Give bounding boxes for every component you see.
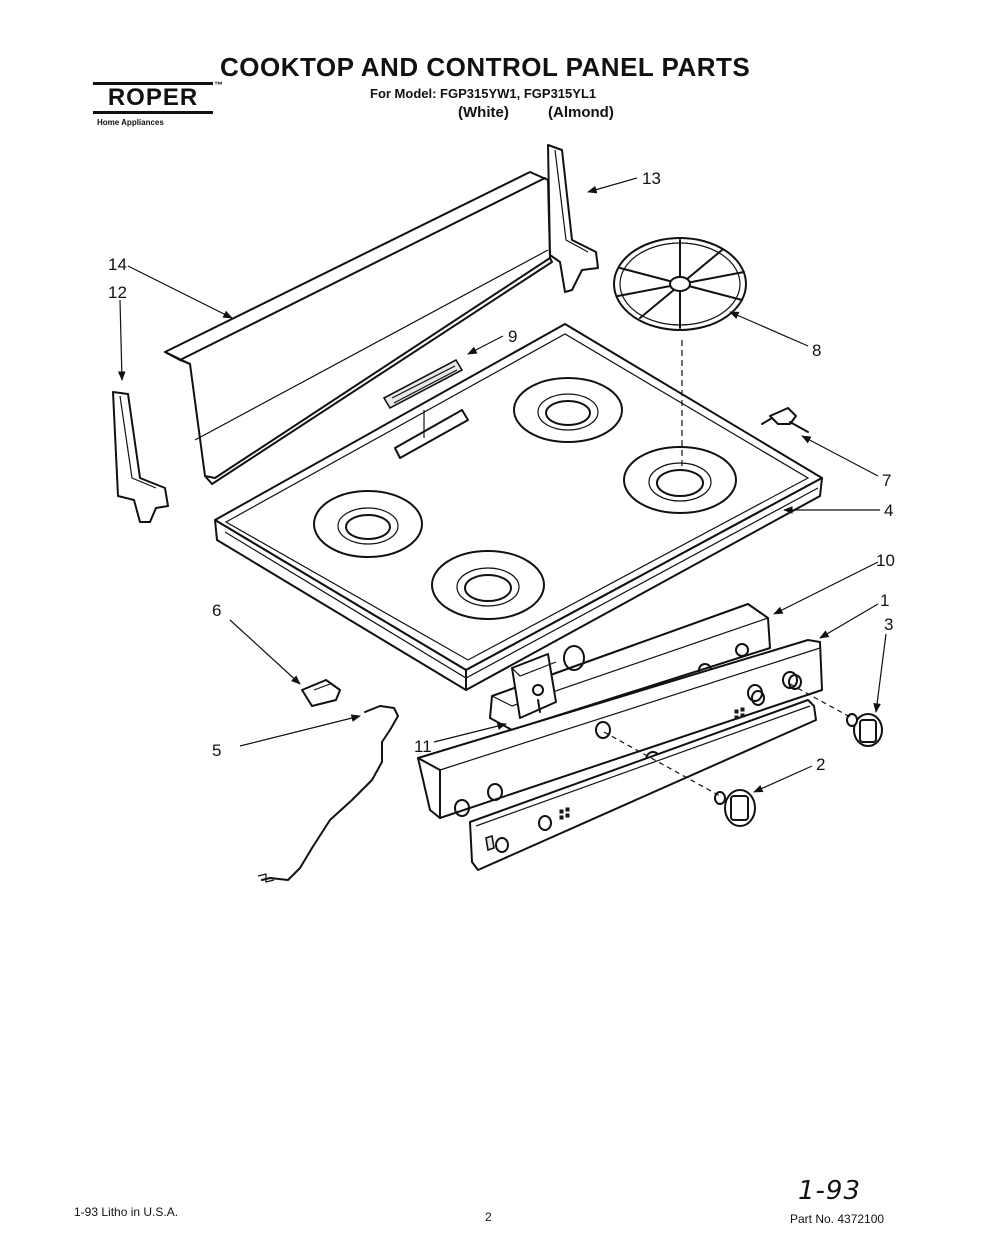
callout-7: 7: [882, 471, 891, 490]
callout-13: 13: [642, 169, 661, 188]
burner-bowl-right-rear: [513, 377, 623, 443]
part-4-cooktop: [214, 323, 823, 691]
part-9-vent-grille: [382, 358, 464, 438]
model-line: For Model: FGP315YW1, FGP315YL1: [370, 86, 597, 101]
callout-3: 3: [884, 615, 893, 634]
callout-2: 2: [816, 755, 825, 774]
burner-bowl-left-rear: [313, 490, 423, 558]
part-12-end-cap-left: [112, 391, 169, 523]
part-1-control-panel: [417, 639, 823, 819]
part-7-ignitor: [761, 407, 809, 433]
burner-bowl-left-front: [431, 550, 545, 620]
color-white-label: (White): [458, 104, 509, 121]
roper-logo: ROPER ™ Home Appliances: [93, 76, 223, 136]
logo-tagline: Home Appliances: [97, 118, 164, 127]
handwritten-note: 1-93: [798, 1176, 862, 1206]
part-8-burner-grate: [613, 237, 747, 331]
callout-11: 11: [414, 737, 432, 756]
page-number: 2: [485, 1210, 492, 1224]
part-13-end-cap-right: [547, 144, 599, 293]
callout-labels: 13 14 12 9 8 7 4 10 1 3 6 5 11 2: [108, 169, 895, 774]
callout-leaders: [117, 177, 887, 797]
callout-5: 5: [212, 741, 221, 760]
page-title: COOKTOP AND CONTROL PANEL PARTS: [220, 52, 751, 82]
part-6-clip: [301, 679, 341, 707]
logo-wordmark: ROPER: [93, 82, 213, 114]
callout-12: 12: [108, 283, 127, 302]
part-2-control-knob: [714, 789, 756, 827]
color-almond-label: (Almond): [548, 104, 614, 121]
callout-1: 1: [880, 591, 889, 610]
callout-9: 9: [508, 327, 517, 346]
footer-litho: 1-93 Litho in U.S.A.: [74, 1205, 179, 1219]
callout-4: 4: [884, 501, 893, 520]
part-11-valve-block: [511, 653, 557, 719]
logo-trademark: ™: [214, 80, 223, 90]
part-5-tube: [257, 705, 399, 883]
control-panel-trim: [469, 674, 817, 871]
part-14-backguard: [164, 171, 553, 485]
part-3-control-knob: [846, 713, 883, 747]
callout-10: 10: [876, 551, 895, 570]
callout-8: 8: [812, 341, 821, 360]
burner-bowl-right-front: [623, 446, 737, 514]
callout-14: 14: [108, 255, 127, 274]
callout-6: 6: [212, 601, 221, 620]
part-number: Part No. 4372100: [790, 1212, 885, 1226]
